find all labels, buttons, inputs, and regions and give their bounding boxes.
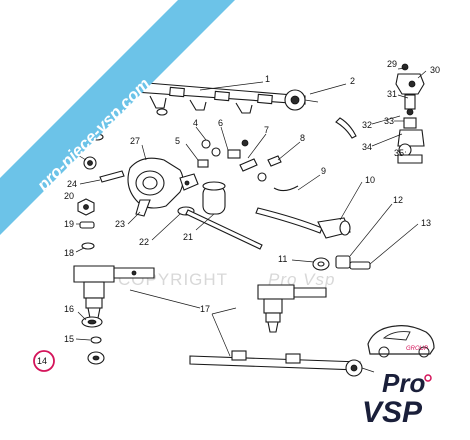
car-outline-icon — [367, 325, 435, 358]
callout-1: 1 — [265, 74, 270, 84]
callout-35: 35 — [394, 148, 404, 158]
callout-2: 2 — [350, 76, 355, 86]
callout-27: 27 — [130, 136, 140, 146]
callout-21: 21 — [183, 232, 193, 242]
injector-top-assembly — [395, 63, 425, 164]
callout-30: 30 — [430, 65, 440, 75]
callout-10: 10 — [365, 175, 375, 185]
washer-part-15 — [90, 336, 102, 344]
fuel-rail-bottom — [189, 350, 375, 377]
callout-20: 20 — [64, 191, 74, 201]
logo-line2: VSP — [362, 396, 423, 429]
callout-5: 5 — [175, 136, 180, 146]
callout-32: 32 — [362, 120, 372, 130]
nut-part-12 — [335, 255, 351, 269]
bolt-part-13 — [349, 261, 371, 270]
clip-part-11 — [312, 257, 330, 271]
fuel-rail-top — [123, 81, 319, 114]
logo-line1: Pro — [382, 368, 425, 398]
logo-group-label: GROUP — [406, 346, 428, 352]
highlight-ring-part-14 — [33, 350, 55, 372]
callout-17: 17 — [200, 304, 210, 314]
hose-clip-part — [335, 117, 357, 139]
callout-16: 16 — [64, 304, 74, 314]
callout-7: 7 — [264, 125, 269, 135]
regulator-part-10 — [317, 217, 351, 239]
callout-12: 12 — [393, 195, 403, 205]
callout-15: 15 — [64, 334, 74, 344]
callout-22: 22 — [139, 237, 149, 247]
site-banner: pro-piece-vsp.com — [0, 0, 235, 235]
callout-11: 11 — [278, 254, 287, 264]
fitting-part-25 — [83, 156, 97, 170]
callout-13: 13 — [421, 218, 431, 228]
washer-part-3 — [156, 108, 168, 116]
callout-34: 34 — [362, 142, 372, 152]
injector-right — [257, 284, 327, 333]
callout-8: 8 — [300, 133, 305, 143]
callout-6: 6 — [218, 118, 223, 128]
callout-23: 23 — [115, 219, 125, 229]
callout-9: 9 — [321, 166, 326, 176]
injector-left — [73, 265, 155, 319]
pipe-part-19 — [79, 221, 95, 229]
logo-accent-dot — [424, 374, 432, 382]
callout-19: 19 — [64, 219, 74, 229]
union-nut-part-20 — [77, 198, 95, 216]
callout-31: 31 — [387, 89, 397, 99]
callout-18: 18 — [64, 248, 74, 258]
sleeve-part-22 — [202, 181, 226, 215]
callout-33: 33 — [384, 116, 394, 126]
bolt-part-24 — [99, 170, 125, 183]
leader-lines — [65, 67, 427, 357]
hose-part-9 — [255, 207, 323, 234]
callout-29: 29 — [387, 59, 397, 69]
brand-logo: GROUP Pro VSP — [362, 325, 435, 429]
callout-14: 14 — [37, 356, 47, 366]
washer-part-18 — [81, 242, 95, 250]
fasteners-group-4-8 — [197, 139, 299, 192]
watermark-brand-text: Pro Vsp — [268, 270, 335, 289]
rod-part-21 — [177, 206, 263, 250]
seal-part-14 — [87, 351, 105, 365]
callout-4: 4 — [193, 118, 198, 128]
callout-24: 24 — [67, 179, 77, 189]
fuel-pump-part-23 — [127, 157, 199, 217]
